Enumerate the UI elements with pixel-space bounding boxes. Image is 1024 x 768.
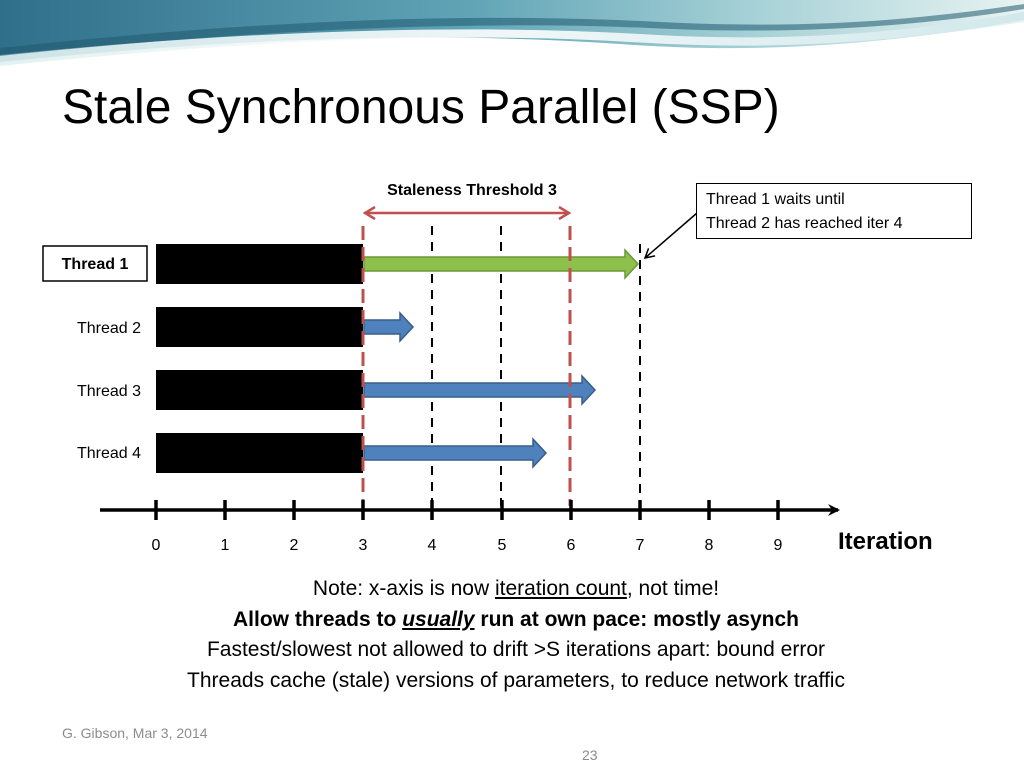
axis-tick-label-8: 8 — [705, 537, 714, 554]
axis-tick-label-0: 0 — [152, 537, 161, 554]
iteration-count-emphasis: iteration count — [494, 577, 627, 600]
header-banner — [0, 0, 1024, 80]
usually-emphasis: usually — [402, 607, 475, 631]
thread-1-wait-callout: Thread 1 waits until Thread 2 has reache… — [696, 183, 972, 239]
thread-1-completed-block — [156, 244, 363, 284]
thread-3-completed-block — [156, 370, 363, 410]
slide-title: Stale Synchronous Parallel (SSP) — [62, 81, 780, 134]
note-line-1-text: Note: x-axis is now — [312, 577, 495, 600]
thread-1-label: Thread 1 — [62, 256, 129, 273]
thread-2-label: Thread 2 — [77, 320, 141, 337]
thread-4-label: Thread 4 — [77, 445, 141, 462]
axis-tick-label-6: 6 — [567, 537, 576, 554]
thread-2-completed-block — [156, 307, 363, 347]
axis-tick-label-5: 5 — [498, 537, 507, 554]
note-line-2: Allow threads to usually run at own pace… — [70, 605, 962, 636]
slide-notes: Note: x-axis is now iteration count, not… — [70, 574, 962, 696]
axis-label: Iteration — [838, 528, 933, 555]
callout-pointer-arrow — [643, 212, 698, 260]
note-line-2-end: run at own pace: mostly asynch — [474, 607, 799, 631]
note-line-2-text: Allow threads to — [233, 607, 403, 631]
thread-2-progress-arrow — [363, 311, 415, 343]
thread-1-progress-arrow — [363, 248, 640, 280]
page-number: 23 — [582, 747, 598, 763]
thread-3-label: Thread 3 — [77, 383, 141, 400]
footer-credit: G. Gibson, Mar 3, 2014 — [62, 725, 208, 741]
staleness-threshold-label: Staleness Threshold 3 — [387, 182, 557, 199]
callout-line-2: Thread 2 has reached iter 4 — [706, 215, 903, 232]
note-line-4: Threads cache (stale) versions of parame… — [187, 668, 845, 692]
axis-tick-label-3: 3 — [359, 537, 368, 554]
axis-tick-label-2: 2 — [290, 537, 299, 554]
axis-tick-label-1: 1 — [221, 537, 230, 554]
axis-tick-label-9: 9 — [774, 537, 783, 554]
thread-3-progress-arrow — [363, 374, 597, 406]
thread-4-completed-block — [156, 433, 363, 473]
axis-tick-label-4: 4 — [428, 537, 437, 554]
thread-1-label-box — [42, 245, 148, 282]
note-line-1: Note: x-axis is now iteration count, not… — [70, 574, 962, 605]
axis-tick-label-7: 7 — [636, 537, 645, 554]
thread-4-progress-arrow — [363, 437, 548, 469]
axis-ticks: 0 1 2 3 4 5 6 7 8 9 — [152, 500, 783, 554]
note-line-1-end: , not time! — [626, 577, 720, 600]
callout-line-1: Thread 1 waits until — [706, 191, 845, 208]
note-line-3: Fastest/slowest not allowed to drift >S … — [206, 638, 826, 661]
